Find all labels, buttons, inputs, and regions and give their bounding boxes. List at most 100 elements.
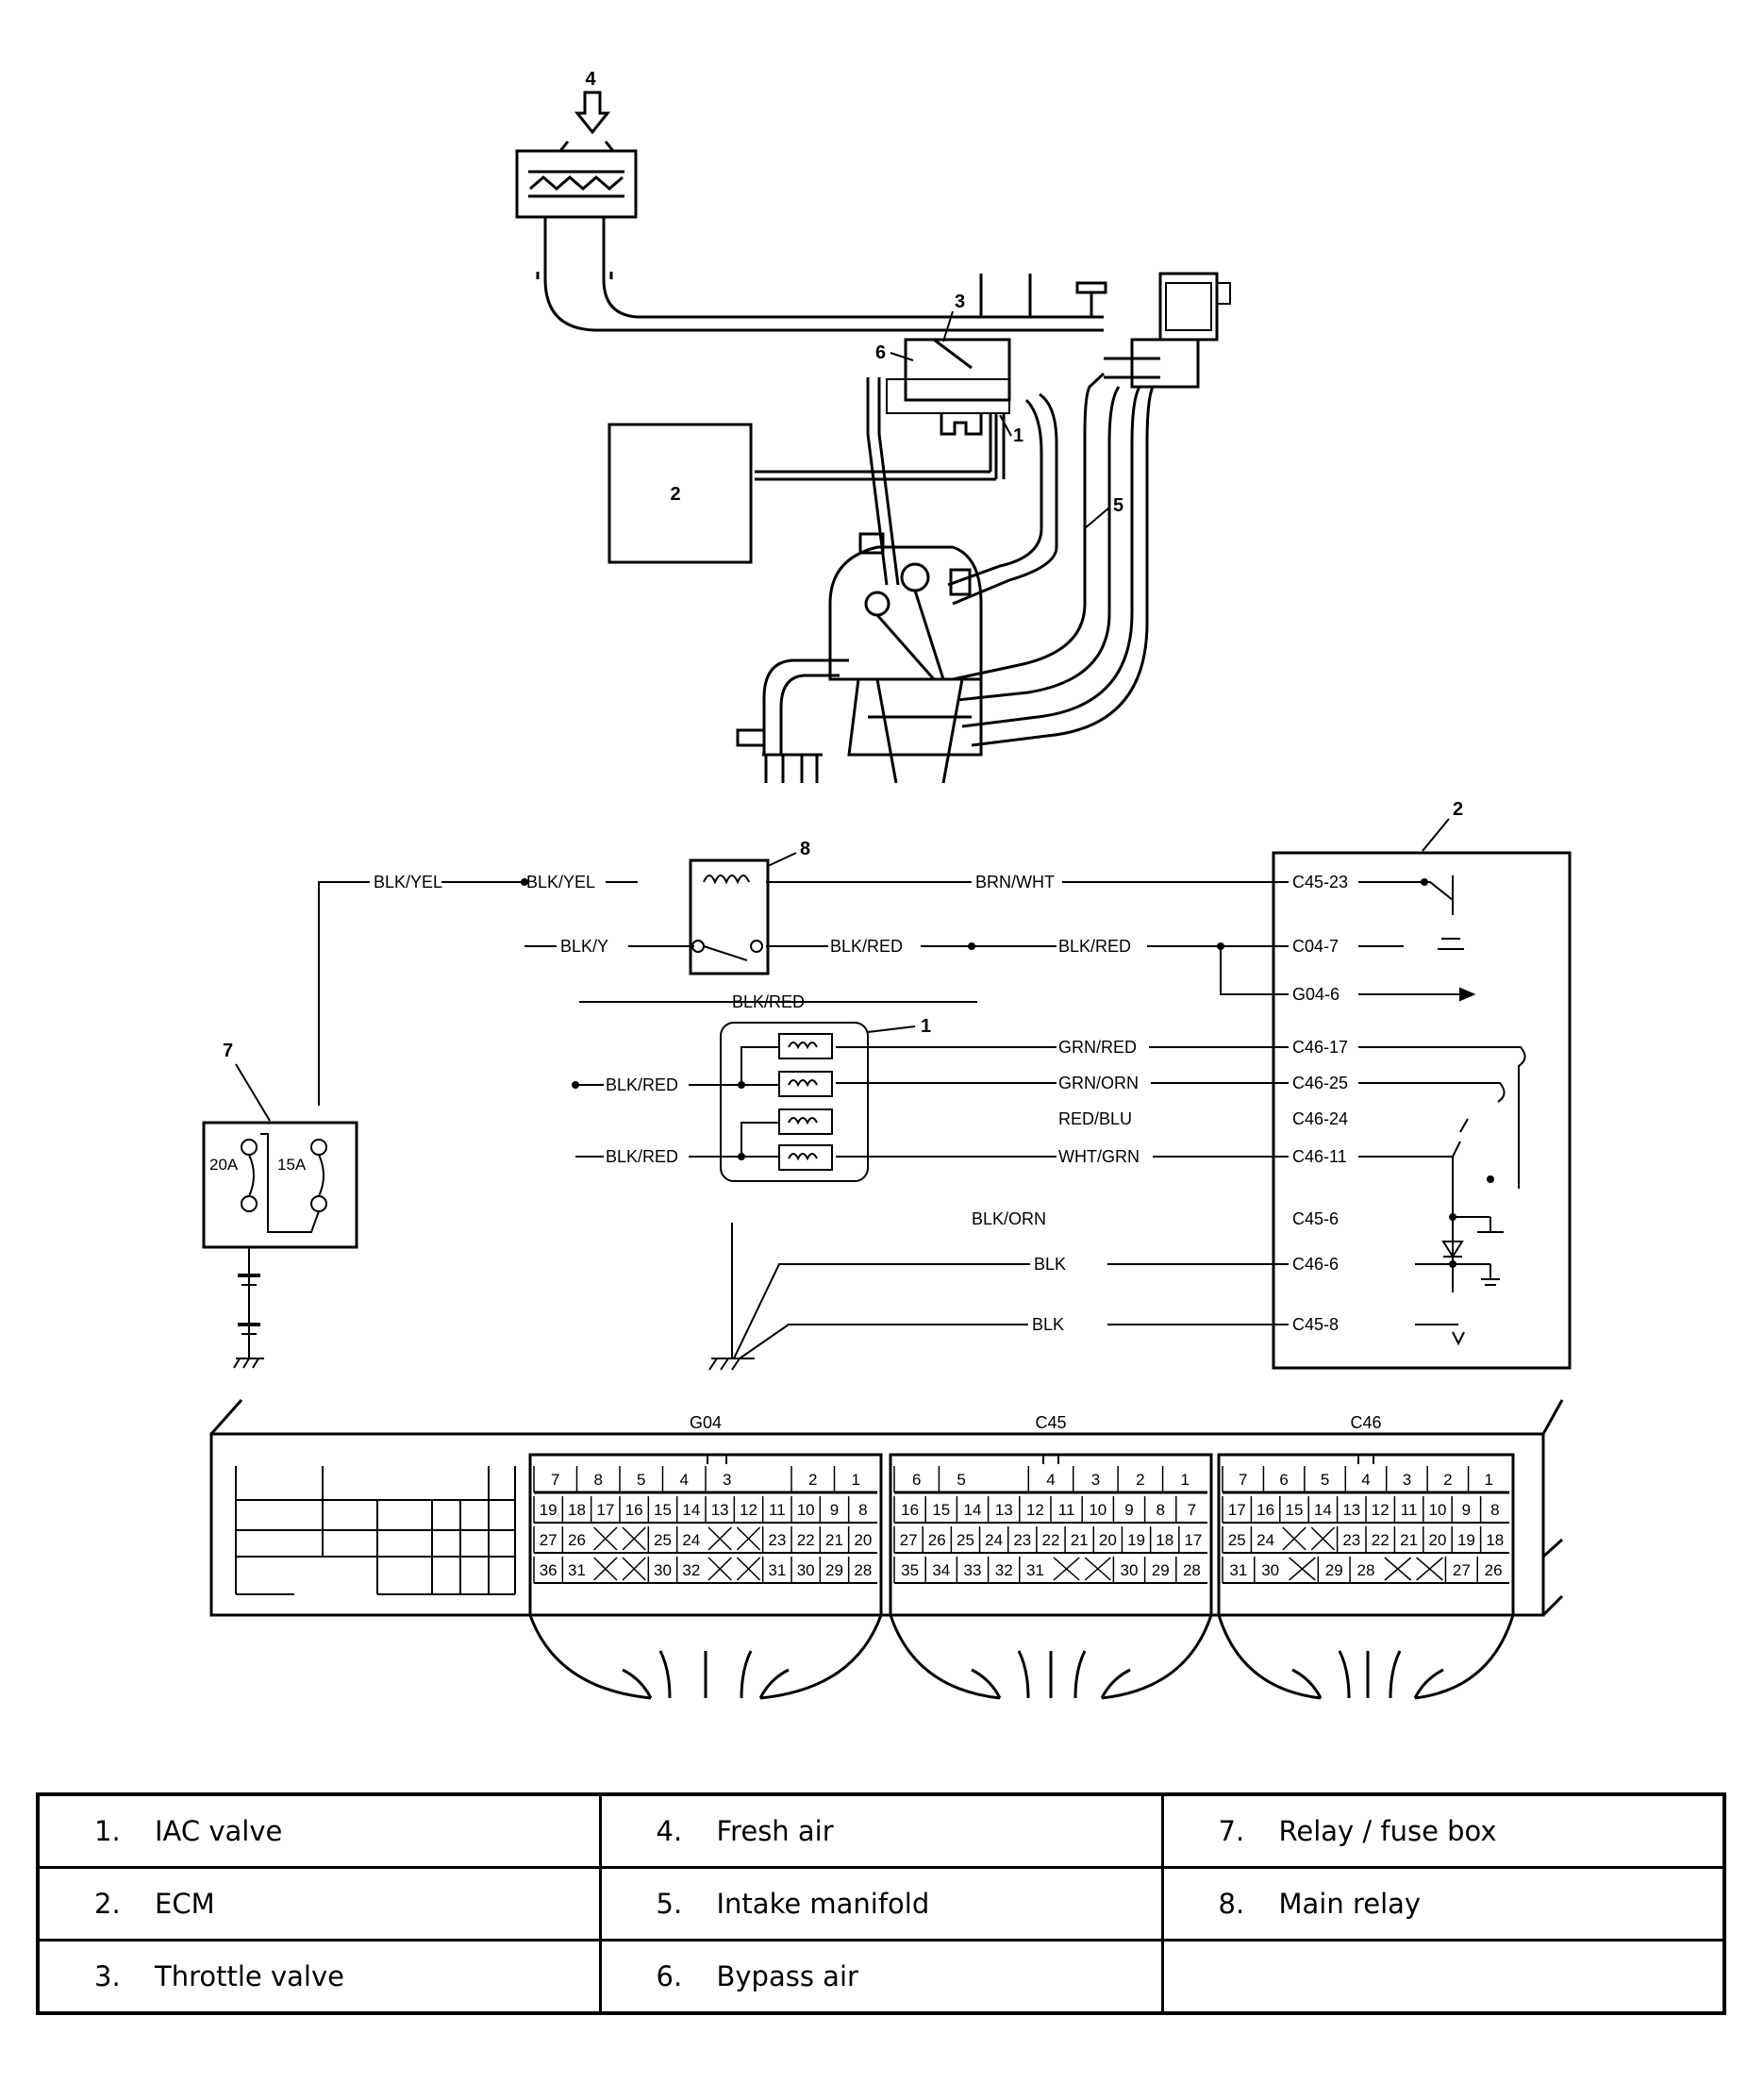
pin-number: 10 — [1089, 1501, 1107, 1519]
wire-label-blk-red-5: BLK/RED — [606, 1147, 678, 1166]
pin-number: 8 — [1156, 1501, 1164, 1519]
pin-number: 24 — [682, 1531, 700, 1549]
pin-number: 12 — [1026, 1501, 1044, 1519]
pin-number: 24 — [1256, 1531, 1274, 1549]
diagram-canvas: 2 4 3 6 1 5 — [202, 69, 1572, 1700]
pin-number: 14 — [1314, 1501, 1332, 1519]
callout-iac: 1 — [1013, 425, 1023, 446]
wire-label-blk-yel-2: BLK/YEL — [526, 873, 595, 892]
pin-number: 6 — [1279, 1471, 1288, 1489]
pin-number: 8 — [858, 1501, 867, 1519]
pin-number: 23 — [1013, 1531, 1031, 1549]
terminal-c04-7: C04-7 — [1292, 937, 1339, 956]
pin-number: 14 — [964, 1501, 982, 1519]
fuse-box-number: 7 — [223, 1041, 233, 1061]
throttle-body — [904, 338, 1011, 402]
legend-label: Main relay — [1278, 1888, 1422, 1920]
pin-number: 15 — [932, 1501, 950, 1519]
pin-number: 28 — [1357, 1561, 1375, 1579]
connector-c45-name: C45 — [1035, 1413, 1066, 1432]
wire-label-red-blu: RED/BLU — [1058, 1109, 1132, 1128]
pin-number: 26 — [568, 1531, 586, 1549]
pin-number: 12 — [740, 1501, 757, 1519]
callout-throttle: 3 — [955, 292, 965, 312]
fuse-box: 7 20A 15A — [202, 1041, 358, 1249]
pin-number: 11 — [1058, 1501, 1075, 1519]
pin-number: 31 — [1229, 1561, 1247, 1579]
air-system-drawing — [515, 91, 1231, 784]
wire-label-blk-red-4: BLK/RED — [606, 1075, 678, 1094]
terminal-c46-6: C46-6 — [1292, 1255, 1339, 1274]
pin-number: 11 — [1401, 1501, 1418, 1519]
wire-label-grn-orn: GRN/ORN — [1058, 1074, 1139, 1092]
pin-number: 3 — [1091, 1471, 1100, 1489]
pin-number: 23 — [768, 1531, 786, 1549]
pin-empty — [1289, 1557, 1316, 1581]
exhaust-pipe — [762, 658, 849, 755]
pin-number: 12 — [1372, 1501, 1390, 1519]
legend-label: Throttle valve — [155, 1960, 344, 1992]
pin-number: 1 — [852, 1471, 860, 1489]
ecm-box — [607, 423, 753, 564]
pin-number: 1 — [1485, 1471, 1493, 1489]
terminal-c45-8: C45-8 — [1292, 1315, 1339, 1334]
pin-number: 19 — [1457, 1531, 1475, 1549]
pin-number: 31 — [1026, 1561, 1044, 1579]
pin-empty — [622, 1526, 646, 1551]
pin-empty — [1384, 1557, 1412, 1581]
callout-bypass: 6 — [875, 342, 886, 363]
iac-schematic-number: 1 — [921, 1016, 931, 1037]
pin-number: 20 — [854, 1531, 872, 1549]
pin-empty — [593, 1526, 618, 1551]
pin-number: 31 — [568, 1561, 586, 1579]
pin-number: 22 — [797, 1531, 815, 1549]
pin-number: 2 — [808, 1471, 817, 1489]
pin-number: 17 — [1228, 1501, 1246, 1519]
pin-empty — [1282, 1526, 1306, 1551]
pin-number: 30 — [1261, 1561, 1279, 1579]
pin-number: 25 — [957, 1531, 974, 1549]
pin-number: 13 — [995, 1501, 1013, 1519]
pin-number: 20 — [1429, 1531, 1447, 1549]
legend-number: 2. — [94, 1888, 121, 1920]
wire-label-blk-yel-1: BLK/YEL — [374, 873, 442, 892]
pin-number: 18 — [568, 1501, 586, 1519]
air-cleaner — [515, 149, 638, 219]
pin-number: 30 — [1121, 1561, 1139, 1579]
ecm-schematic-number: 2 — [1453, 799, 1463, 820]
terminal-c45-23: C45-23 — [1292, 873, 1348, 892]
pin-number: 23 — [1342, 1531, 1360, 1549]
pin-empty — [1310, 1526, 1336, 1551]
main-relay-number: 8 — [800, 839, 810, 859]
legend-cell: 5.Intake manifold — [598, 1866, 1164, 1941]
pin-number: 29 — [1152, 1561, 1170, 1579]
fuse-15a-label: 15A — [277, 1156, 307, 1174]
pin-number: 11 — [769, 1501, 786, 1519]
pin-number: 1 — [1181, 1471, 1190, 1489]
pin-number: 16 — [1256, 1501, 1274, 1519]
pin-number: 27 — [1453, 1561, 1471, 1579]
legend-cell: 1.IAC valve — [36, 1792, 602, 1869]
pin-number: 31 — [768, 1561, 786, 1579]
wire-junctions — [521, 878, 1494, 1268]
pin-empty — [593, 1557, 618, 1581]
fresh-air-arrow — [574, 91, 611, 135]
legend-number: 6. — [656, 1960, 683, 1992]
pin-empty — [736, 1526, 761, 1551]
legend-cell: 7.Relay / fuse box — [1160, 1792, 1726, 1869]
pin-number: 28 — [1183, 1561, 1201, 1579]
wire-label-blk-orn: BLK/ORN — [972, 1209, 1046, 1228]
pin-number: 34 — [932, 1561, 950, 1579]
pin-number: 5 — [957, 1471, 965, 1489]
pin-number: 6 — [912, 1471, 921, 1489]
pin-number: 29 — [1325, 1561, 1343, 1579]
wire-label-blk-red-3: BLK/RED — [732, 992, 805, 1011]
connector-g04-name: G04 — [690, 1413, 722, 1432]
fuse-20a-label: 20A — [209, 1156, 239, 1174]
terminal-c46-24: C46-24 — [1292, 1109, 1348, 1128]
legend-row: 3.Throttle valve 6.Bypass air — [36, 1939, 1726, 2015]
pin-number: 27 — [540, 1531, 557, 1549]
pin-number: 19 — [540, 1501, 557, 1519]
pin-number: 15 — [654, 1501, 672, 1519]
